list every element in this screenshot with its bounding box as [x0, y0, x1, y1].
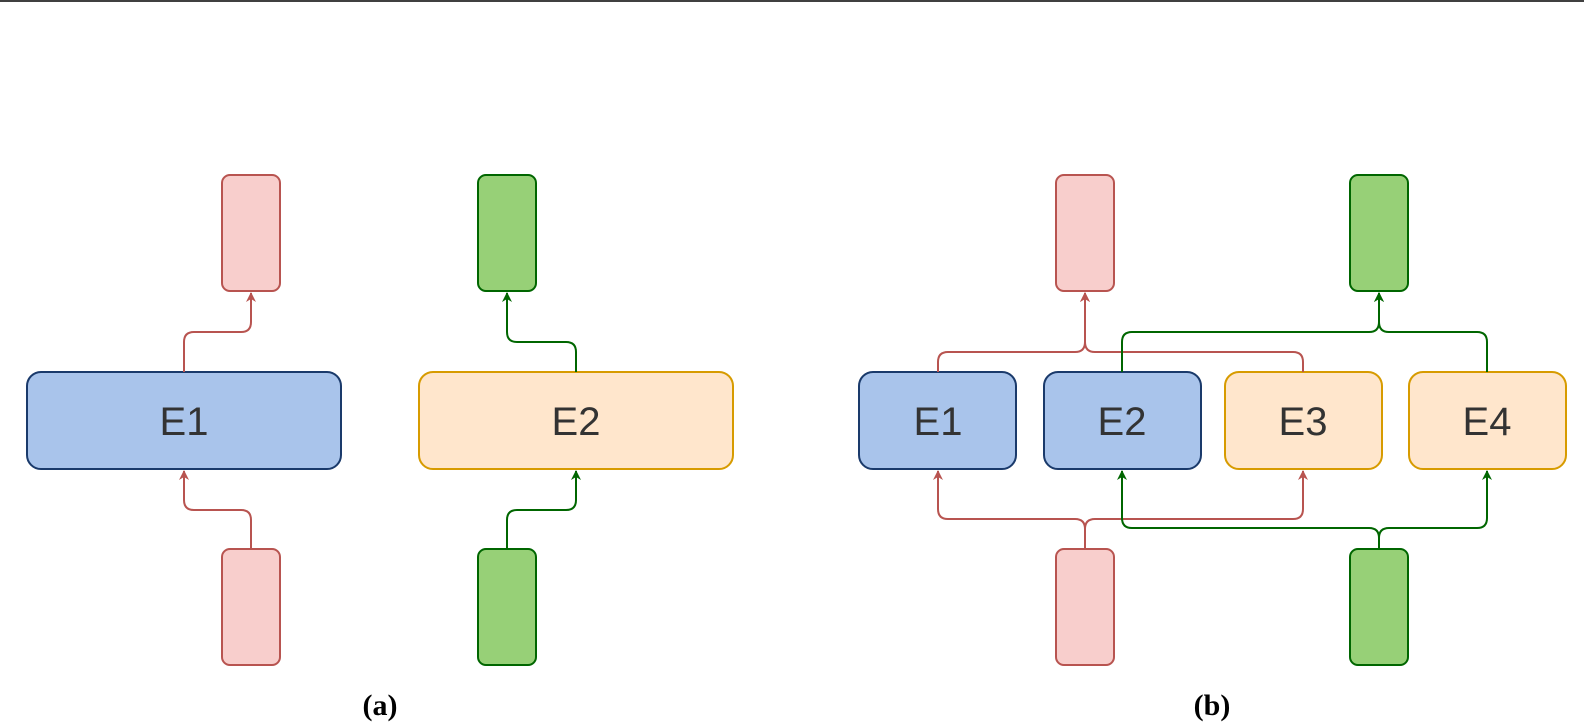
red-output-token — [1055, 174, 1115, 292]
green-input-token — [477, 548, 537, 666]
expert-label: E1 — [160, 400, 209, 444]
red-arrow-input-to-e3 — [1084, 470, 1308, 549]
red-input-token — [1055, 548, 1115, 666]
green-arrow-input-to-e2 — [506, 470, 581, 549]
red-arrow-input-to-e1 — [179, 470, 252, 549]
expert-e3-b: E3 — [1224, 371, 1383, 470]
expert-e2-a: E2 — [418, 371, 734, 470]
expert-label: E2 — [1098, 400, 1147, 444]
expert-e1-b: E1 — [858, 371, 1017, 470]
caption-a: (a) — [363, 689, 398, 722]
green-arrow-input-to-e2 — [1117, 470, 1380, 549]
red-arrow-input-to-e1 — [933, 470, 1086, 549]
red-input-token — [221, 548, 281, 666]
green-arrow-e2-to-output — [1121, 292, 1384, 372]
red-arrow-e3-to-output — [1080, 292, 1304, 372]
panel-b: E1 E2 E3 E4 (b) — [858, 174, 1567, 722]
caption-b: (b) — [1194, 689, 1231, 722]
red-output-token — [221, 174, 281, 292]
expert-e1-a: E1 — [26, 371, 342, 470]
expert-label: E2 — [552, 400, 601, 444]
expert-label: E4 — [1463, 400, 1512, 444]
red-arrow-e1-to-output — [937, 292, 1090, 372]
green-arrow-e4-to-output — [1374, 292, 1488, 372]
green-arrow-input-to-e4 — [1378, 470, 1492, 549]
expert-label: E1 — [914, 400, 963, 444]
expert-label: E3 — [1279, 400, 1328, 444]
red-arrow-e1-to-output — [183, 292, 256, 372]
green-input-token — [1349, 548, 1409, 666]
green-output-token — [1349, 174, 1409, 292]
expert-e2-b: E2 — [1043, 371, 1202, 470]
green-arrow-e2-to-output — [502, 292, 577, 372]
panel-a: E1 E2 (a) — [26, 174, 734, 722]
expert-e4-b: E4 — [1408, 371, 1567, 470]
green-output-token — [477, 174, 537, 292]
